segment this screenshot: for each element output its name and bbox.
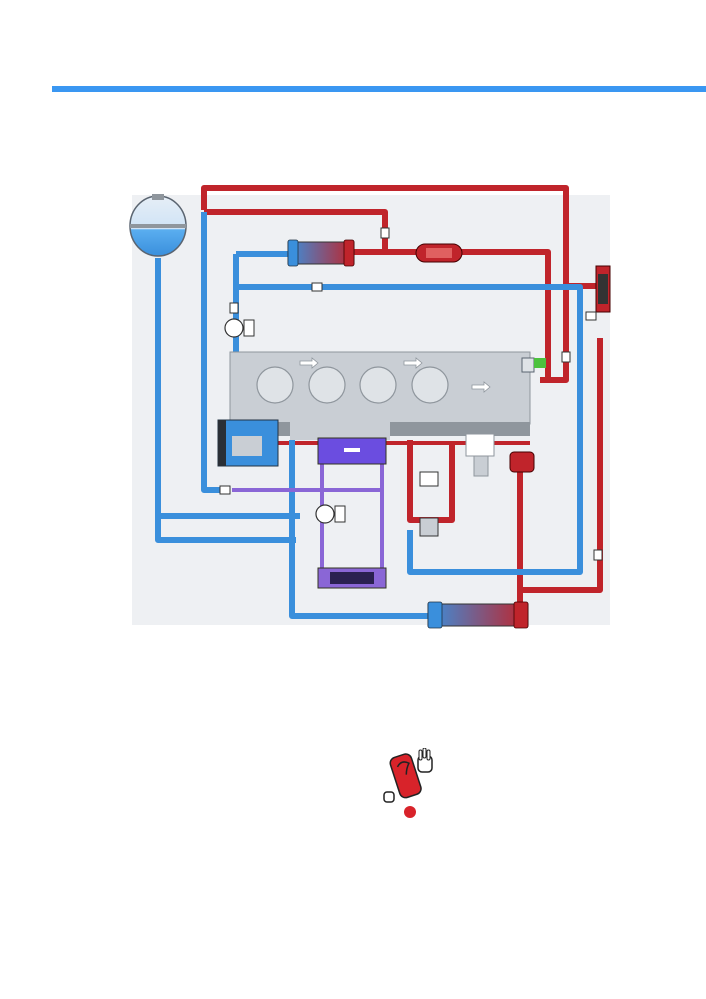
header-bar: [52, 86, 706, 92]
expansion-tank: [129, 194, 187, 257]
outlet-housing: [465, 433, 495, 477]
water-pump: [217, 419, 279, 467]
cold-line-tank-left: [201, 212, 226, 493]
main-radiator: [427, 601, 529, 629]
cold-coolant-lines: [155, 212, 583, 619]
cold-line-bottom: [289, 440, 440, 619]
warning-exclamation-icon: [383, 748, 433, 818]
coolant-pump-lower: [315, 504, 346, 524]
coolant-pump-upper: [224, 318, 255, 338]
check-valves: [219, 227, 603, 561]
hot-line-right: [520, 338, 603, 593]
hot-line-top-loop: [201, 185, 569, 383]
shutoff-valve: [509, 451, 535, 473]
cold-line-return: [236, 284, 583, 575]
egr-cooler: [415, 243, 463, 263]
cold-line-tank-down: [155, 258, 296, 543]
heater-core: [317, 567, 387, 589]
engine-block: [229, 351, 546, 440]
upper-heat-exchanger: [287, 239, 355, 267]
aux-coolant-lines: [232, 462, 384, 578]
thermostat: [419, 471, 439, 537]
cylinder-icons: [256, 366, 449, 404]
oil-cooler: [595, 265, 611, 313]
intercooler: [317, 437, 387, 465]
